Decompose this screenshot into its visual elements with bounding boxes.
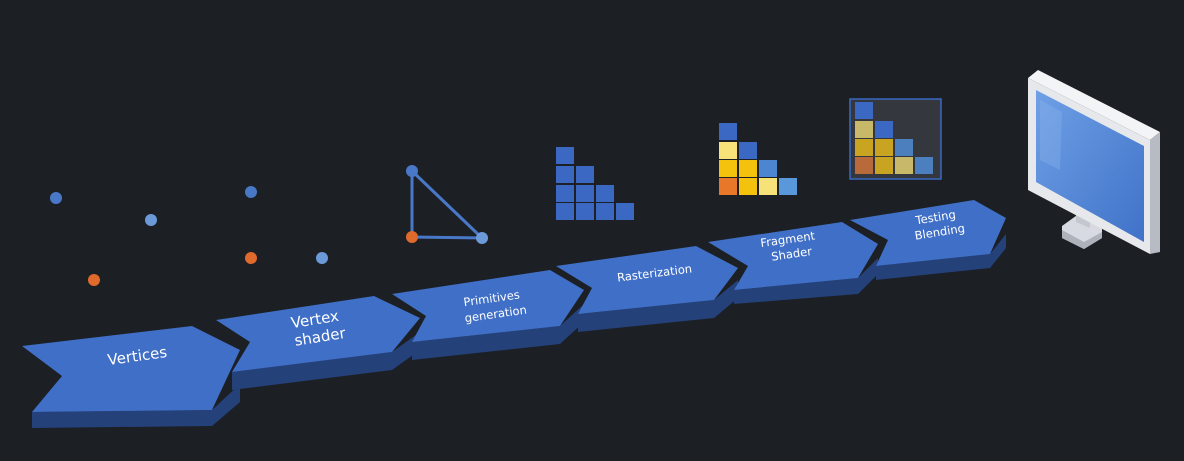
blended-grid <box>849 98 942 180</box>
pipeline-arrows: Vertices Vertex shader Primitives genera… <box>22 200 1006 428</box>
fragment-grid <box>719 123 797 195</box>
stage-label-fragment-shader: Fragment Shader <box>759 228 821 265</box>
vertex-shader-dots <box>245 186 328 264</box>
vertex-dots <box>50 192 157 286</box>
monitor-icon <box>1028 70 1160 254</box>
triangle-primitive <box>406 165 488 244</box>
stage-arrow-primitives-generation: Primitives generation <box>392 270 584 360</box>
stage-arrow-vertex-shader: Vertex shader <box>216 296 420 390</box>
stage-arrow-fragment-shader: Fragment Shader <box>708 222 878 304</box>
raster-grid <box>556 147 634 220</box>
stage-arrow-rasterization: Rasterization <box>556 246 738 332</box>
stage-arrow-testing-blending: Testing Blending <box>850 200 1006 280</box>
stage-arrow-vertices: Vertices <box>22 326 240 428</box>
